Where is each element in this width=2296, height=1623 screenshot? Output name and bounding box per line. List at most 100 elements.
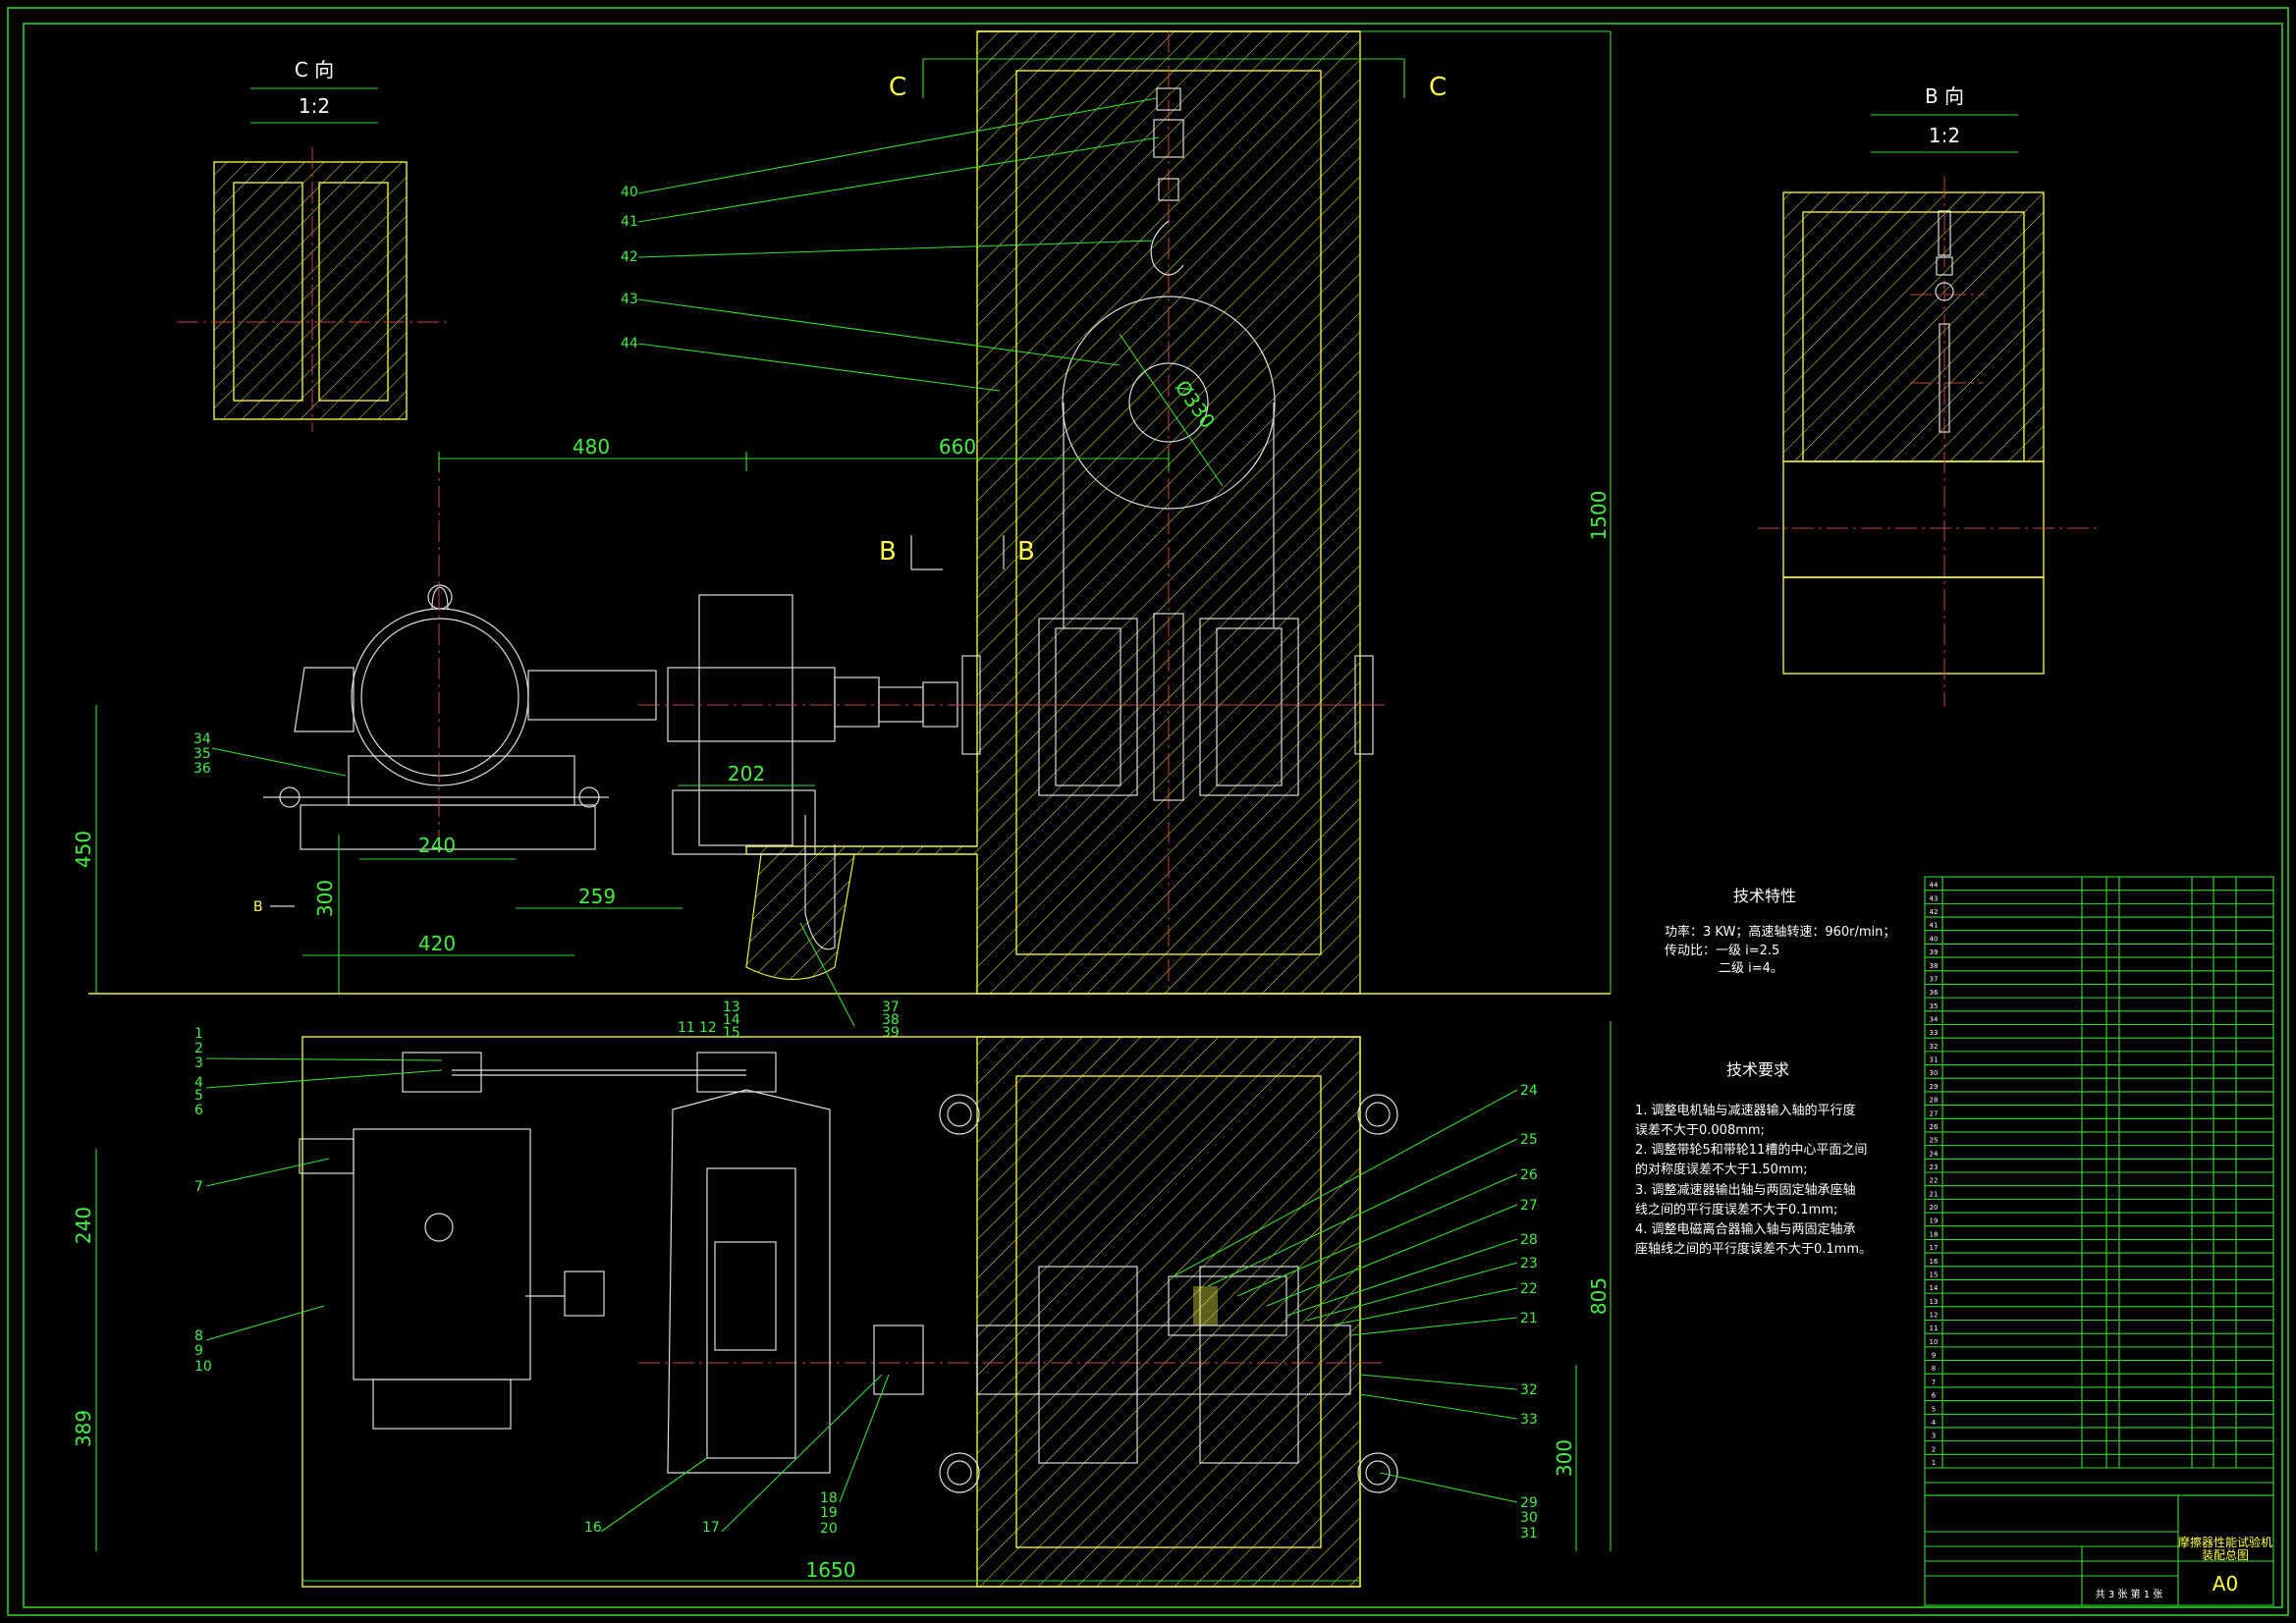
dim-240-top: 240 (418, 834, 456, 857)
balloon-11: 11 (678, 1020, 695, 1036)
parts-row-number: 17 (1930, 1244, 1939, 1252)
parts-row-number: 32 (1930, 1043, 1939, 1051)
tech-features-line-3: 二级 i=4。 (1719, 961, 1783, 976)
balloon-43: 43 (621, 292, 638, 307)
plan-dimensions: 240 389 1650 300 805 (72, 1021, 1612, 1582)
balloon-8: 8 (194, 1328, 203, 1344)
c-view-scale: 1:2 (299, 94, 330, 118)
dim-259: 259 (578, 885, 616, 908)
parts-row-number: 10 (1930, 1338, 1939, 1346)
balloon-21: 21 (1520, 1311, 1538, 1326)
section-label-c-left: C (889, 73, 906, 102)
parts-row-number: 22 (1930, 1177, 1939, 1185)
parts-row-number: 33 (1930, 1029, 1939, 1037)
balloon-13: 13 (723, 1000, 740, 1015)
dim-805: 805 (1587, 1277, 1611, 1315)
b-view: B 向 1:2 (1758, 84, 2102, 707)
balloon-33: 33 (1520, 1412, 1538, 1428)
sheet-border-inner (23, 23, 2283, 1608)
balloon-4: 4 (194, 1075, 203, 1091)
parts-row-number: 12 (1930, 1312, 1939, 1320)
balloons-top: 40 41 42 43 44 34 35 36 37 38 39 (193, 97, 1160, 1041)
parts-row-number: 43 (1930, 894, 1939, 902)
balloon-26: 26 (1520, 1167, 1538, 1183)
parts-row-number: 44 (1930, 882, 1939, 890)
sheet-size: A0 (2213, 1572, 2238, 1596)
balloon-41: 41 (621, 214, 638, 230)
balloon-6: 6 (194, 1103, 203, 1118)
parts-row-number: 2 (1932, 1445, 1936, 1453)
balloon-17: 17 (702, 1520, 720, 1536)
title-block: 摩擦器性能试验机 装配总图 A0 共 3 张 第 1 张 (1924, 1494, 2274, 1606)
balloon-31: 31 (1520, 1526, 1538, 1542)
dim-1650: 1650 (806, 1558, 856, 1582)
elevation-box-frame (88, 30, 1611, 995)
section-label-b-right: B (1017, 537, 1035, 567)
parts-row-number: 30 (1930, 1069, 1939, 1077)
tech-req-line-3: 2. 调整带轮5和带轮11槽的中心平面之间 (1635, 1142, 1867, 1158)
balloon-34: 34 (193, 731, 211, 747)
balloon-36: 36 (193, 761, 211, 777)
parts-row-number: 19 (1930, 1217, 1939, 1225)
balloon-44: 44 (621, 336, 638, 352)
dim-240-plan: 240 (72, 1207, 95, 1244)
tech-features: 技术特性 功率：3 KW；高速轴转速：960r/min； 传动比：一级 i=2.… (1665, 887, 1895, 976)
tech-req-line-8: 座轴线之间的平行度误差不大于0.1mm。 (1635, 1241, 1872, 1257)
sheet-info: 共 3 张 第 1 张 (2096, 1588, 2163, 1600)
c-view: C 向 1:2 (177, 58, 447, 432)
section-label-b-small: B (253, 899, 263, 915)
balloon-2: 2 (194, 1041, 203, 1056)
tech-req-line-7: 4. 调整电磁离合器输入轴与两固定轴承 (1635, 1221, 1856, 1237)
parts-row-number: 15 (1930, 1271, 1939, 1278)
dim-1500: 1500 (1587, 491, 1611, 541)
parts-row-number: 29 (1930, 1083, 1939, 1091)
section-label-c-right: C (1429, 73, 1447, 102)
balloon-16: 16 (584, 1520, 602, 1536)
parts-row-number: 37 (1930, 975, 1939, 983)
section-marks-b: B B B (253, 535, 1035, 915)
tech-req-line-5: 3. 调整减速器输出轴与两固定轴承座轴 (1635, 1182, 1856, 1198)
parts-row-number: 24 (1930, 1150, 1939, 1158)
parts-row-number: 35 (1930, 1002, 1939, 1010)
parts-row-number: 9 (1932, 1352, 1936, 1360)
balloon-29: 29 (1520, 1495, 1538, 1511)
balloon-3: 3 (194, 1055, 203, 1071)
dim-300-top: 300 (313, 880, 337, 917)
balloon-27: 27 (1520, 1198, 1538, 1214)
balloon-12: 12 (699, 1020, 717, 1036)
balloon-40: 40 (621, 185, 638, 200)
balloon-24: 24 (1520, 1083, 1538, 1099)
balloon-22: 22 (1520, 1281, 1538, 1297)
parts-row-number: 26 (1930, 1123, 1939, 1131)
tech-req-line-2: 误差不大于0.008mm; (1635, 1123, 1765, 1138)
parts-row-number: 39 (1930, 948, 1939, 956)
tech-features-line-2: 传动比：一级 i=2.5 (1665, 944, 1779, 958)
parts-row-number: 25 (1930, 1137, 1939, 1145)
balloon-23: 23 (1520, 1256, 1538, 1271)
balloon-37: 37 (882, 1000, 900, 1015)
c-view-title: C 向 (295, 58, 334, 81)
dim-420: 420 (418, 932, 456, 955)
tech-features-title: 技术特性 (1733, 887, 1796, 905)
balloon-7: 7 (194, 1179, 203, 1195)
parts-row-number: 34 (1930, 1016, 1939, 1024)
parts-row-number: 20 (1930, 1204, 1939, 1212)
parts-row-number: 6 (1932, 1392, 1937, 1400)
parts-rows: 4443424140393837363534333231302928272625… (1925, 882, 2273, 1469)
drawing-title-1: 摩擦器性能试验机 (2178, 1535, 2272, 1549)
balloon-38: 38 (882, 1012, 900, 1028)
tech-req-title: 技术要求 (1726, 1060, 1789, 1079)
tech-requirements: 技术要求 1. 调整电机轴与减速器输入轴的平行度 误差不大于0.008mm; 2… (1635, 1060, 1872, 1257)
gearbox-elevation (638, 594, 1375, 950)
b-view-title: B 向 (1925, 84, 1964, 108)
parts-row-number: 3 (1932, 1433, 1936, 1440)
parts-row-number: 13 (1930, 1298, 1939, 1306)
parts-row-number: 5 (1932, 1405, 1936, 1413)
parts-row-number: 1 (1932, 1459, 1936, 1467)
tech-req-line-6: 线之间的平行度误差不大于0.1mm; (1635, 1202, 1837, 1217)
parts-list: 4443424140393837363534333231302928272625… (1924, 876, 2274, 1496)
plan-view (299, 1036, 1398, 1588)
section-marks-c: C C (889, 58, 1447, 102)
parts-row-number: 14 (1930, 1284, 1939, 1292)
